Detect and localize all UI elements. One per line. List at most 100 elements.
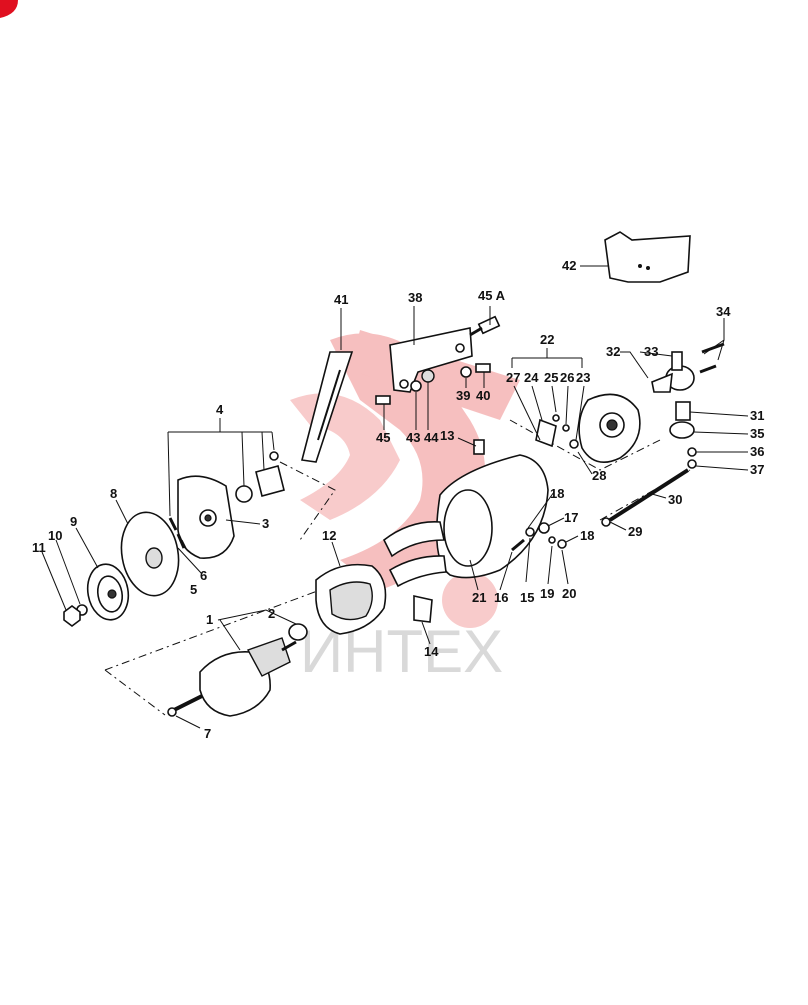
- part-17-insulator: [538, 522, 550, 534]
- callout-29: 29: [628, 524, 642, 539]
- callout-25: 25: [544, 370, 558, 385]
- callout-41: 41: [334, 292, 348, 307]
- callout-21: 21: [472, 590, 486, 605]
- callout-18-upper: 18: [550, 486, 564, 501]
- callout-38: 38: [408, 290, 422, 305]
- callout-37: 37: [750, 462, 764, 477]
- callout-19: 19: [540, 586, 554, 601]
- part-36-washer: [687, 447, 697, 457]
- callout-15: 15: [520, 590, 534, 605]
- callout-45: 45: [376, 430, 390, 445]
- assembly-line-main: [104, 669, 166, 716]
- part-34-screw-b: [699, 364, 717, 374]
- callout-43: 43: [406, 430, 420, 445]
- part-28-end-plate: [578, 393, 641, 464]
- part-33-cover: [651, 351, 695, 393]
- callout-9: 9: [70, 514, 77, 529]
- callout-45A: 45 A: [478, 288, 506, 303]
- part-42-shield: [604, 231, 691, 283]
- callout-3: 3: [262, 516, 269, 531]
- part-25-spring: [552, 414, 560, 422]
- part-24-brush-holder: [535, 418, 557, 448]
- assembly-line-housing: [279, 461, 336, 541]
- callout-44: 44: [424, 430, 439, 445]
- part-4-screw: [269, 451, 279, 461]
- callout-39: 39: [456, 388, 470, 403]
- part-44-nut: [421, 369, 435, 383]
- callout-6: 6: [200, 568, 207, 583]
- callout-12: 12: [322, 528, 336, 543]
- callout-1: 1: [206, 612, 213, 627]
- callout-42: 42: [562, 258, 576, 273]
- part-35-cap: [669, 421, 695, 439]
- callout-8: 8: [110, 486, 117, 501]
- callout-34: 34: [716, 304, 731, 319]
- part-16-stud: [511, 538, 525, 552]
- pole-shoe-upper: [382, 521, 445, 558]
- callout-23: 23: [576, 370, 590, 385]
- part-9-pulley: [86, 563, 130, 621]
- callout-18-lower: 18: [580, 528, 594, 543]
- callout-2: 2: [268, 606, 275, 621]
- callout-22: 22: [540, 332, 554, 347]
- callout-30: 30: [668, 492, 682, 507]
- callout-7: 7: [204, 726, 211, 741]
- callout-35: 35: [750, 426, 764, 441]
- part-41-adjusting-bracket: [301, 351, 354, 463]
- part-5-pin: [176, 533, 186, 549]
- part-6-pin: [168, 517, 178, 531]
- part-19-washer: [548, 536, 556, 544]
- part-43-washer: [410, 380, 422, 392]
- callout-28: 28: [592, 468, 606, 483]
- part-38-mounting-bracket: [389, 327, 473, 393]
- callout-4: 4: [216, 402, 224, 417]
- part-13-terminal: [473, 439, 485, 455]
- part-12-field-coil: [315, 563, 387, 635]
- part-14-insulator: [413, 595, 433, 623]
- part-11-nut: [63, 605, 81, 627]
- assembly-line-rear: [509, 419, 661, 471]
- callout-14: 14: [424, 644, 439, 659]
- part-2-bearing: [288, 623, 308, 641]
- callout-24: 24: [524, 370, 539, 385]
- part-37-nut: [687, 459, 697, 469]
- part-39-washer: [460, 366, 472, 378]
- callout-31: 31: [750, 408, 764, 423]
- part-29-nut: [601, 517, 611, 527]
- part-23-brush: [569, 439, 579, 449]
- part-8-fan: [120, 511, 180, 597]
- part-4-retainer-plate: [255, 465, 285, 497]
- assembly-line-front: [104, 589, 321, 671]
- callout-32: 32: [606, 344, 620, 359]
- part-1-armature: [169, 637, 297, 717]
- part-3-drive-end-housing: [177, 475, 235, 559]
- callout-27: 27: [506, 370, 520, 385]
- part-40-bolt: [475, 363, 491, 373]
- callout-5: 5: [190, 582, 197, 597]
- part-7-screw: [167, 707, 177, 717]
- part-45A-bolt: [469, 315, 501, 337]
- callout-16: 16: [494, 590, 508, 605]
- part-15-washer: [525, 527, 535, 537]
- callout-10: 10: [48, 528, 62, 543]
- part-26-screw: [562, 424, 570, 432]
- callout-20: 20: [562, 586, 576, 601]
- callout-36: 36: [750, 444, 764, 459]
- callout-33: 33: [644, 344, 658, 359]
- leader-lines: [41, 265, 749, 729]
- callout-labels: 42 41 38 45 A 39 40 45 43 44 13 22 27 24…: [32, 258, 764, 741]
- pole-shoe-lower: [388, 555, 447, 588]
- callout-11: 11: [32, 540, 46, 555]
- part-45-bolt: [375, 395, 391, 405]
- callout-40: 40: [476, 388, 490, 403]
- part-30-through-bolt: [608, 468, 690, 522]
- part-31-plunger: [675, 401, 691, 421]
- part-20-nut: [557, 539, 567, 549]
- corner-marker: [0, 0, 18, 18]
- callout-13: 13: [440, 428, 454, 443]
- callout-26: 26: [560, 370, 574, 385]
- part-4-bearing: [235, 485, 253, 503]
- callout-17: 17: [564, 510, 578, 525]
